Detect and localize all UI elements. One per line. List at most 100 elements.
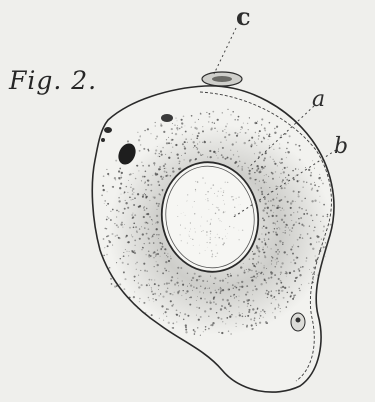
stipple-dot <box>143 263 145 265</box>
stipple-dot <box>226 309 227 310</box>
stipple-dot <box>262 218 264 220</box>
stipple-dot <box>151 237 152 238</box>
stipple-dot <box>197 296 198 297</box>
stipple-dot <box>133 296 135 298</box>
stipple-dot <box>314 274 315 275</box>
stipple-dot <box>285 271 286 272</box>
stipple-dot <box>278 278 280 280</box>
stipple-dot <box>171 293 172 294</box>
stipple-dot <box>149 285 150 286</box>
nucleus-dot <box>199 245 200 246</box>
nucleus-dot <box>223 192 224 193</box>
stipple-dot <box>235 323 236 324</box>
stipple-dot <box>221 305 223 307</box>
stipple-dot <box>189 161 191 163</box>
stipple-dot <box>167 256 169 258</box>
stipple-dot <box>179 128 181 130</box>
stipple-dot <box>120 177 122 179</box>
stipple-dot <box>148 150 150 152</box>
stipple-dot <box>283 171 285 173</box>
stipple-dot <box>260 311 262 313</box>
stipple-dot <box>314 200 316 202</box>
stipple-dot <box>272 178 274 180</box>
stipple-dot <box>262 309 264 311</box>
stipple-dot <box>294 224 295 225</box>
nucleus-dot <box>192 207 193 208</box>
stipple-dot <box>212 322 214 324</box>
stipple-dot <box>170 280 172 282</box>
stipple-dot <box>207 288 208 289</box>
stipple-dot <box>313 267 315 269</box>
label-b: b <box>334 134 348 159</box>
stipple-dot <box>158 234 159 235</box>
stipple-dot <box>177 157 179 159</box>
stipple-dot <box>128 241 130 243</box>
stipple-dot <box>281 290 282 291</box>
stipple-dot <box>306 213 308 215</box>
stipple-dot <box>288 151 290 153</box>
stipple-dot <box>262 228 263 229</box>
label-a: a <box>312 87 325 112</box>
stipple-dot <box>173 304 175 306</box>
stipple-dot <box>236 135 238 137</box>
stipple-dot <box>248 311 250 313</box>
stipple-dot <box>325 246 327 248</box>
stipple-dot <box>142 247 144 249</box>
stipple-dot <box>312 248 314 250</box>
stipple-dot <box>261 166 263 168</box>
stipple-dot <box>136 165 138 167</box>
stipple-dot <box>251 137 253 139</box>
stipple-dot <box>125 200 126 201</box>
stipple-dot <box>182 281 183 282</box>
stipple-dot <box>244 270 245 271</box>
stipple-dot <box>273 231 275 233</box>
stipple-dot <box>172 133 173 134</box>
stipple-dot <box>255 270 257 272</box>
nucleus-dot <box>211 256 213 258</box>
stipple-dot <box>284 187 286 189</box>
stipple-dot <box>296 277 298 279</box>
stipple-dot <box>106 236 108 238</box>
stipple-dot <box>141 180 142 181</box>
stipple-dot <box>137 307 138 308</box>
stipple-dot <box>139 205 141 207</box>
stipple-dot <box>249 117 250 118</box>
stipple-dot <box>289 287 290 288</box>
stipple-dot <box>151 279 152 280</box>
stipple-dot <box>147 180 148 181</box>
nucleus-dot <box>210 223 211 224</box>
stipple-dot <box>266 134 267 135</box>
stipple-dot <box>285 272 287 274</box>
stipple-dot <box>266 323 267 324</box>
stipple-dot <box>124 208 126 210</box>
stipple-dot <box>157 146 158 147</box>
stipple-dot <box>327 214 329 216</box>
stipple-dot <box>149 279 151 281</box>
stipple-dot <box>160 125 162 127</box>
stipple-dot <box>275 215 277 217</box>
stipple-dot <box>153 196 154 197</box>
stipple-dot <box>275 266 276 267</box>
stipple-dot <box>242 324 243 325</box>
nucleus-dot <box>181 240 182 241</box>
stipple-dot <box>246 285 248 287</box>
stipple-dot <box>299 237 301 239</box>
stipple-dot <box>166 316 167 317</box>
stipple-dot <box>192 134 193 135</box>
stipple-dot <box>210 129 212 131</box>
nucleus-dot <box>217 253 218 254</box>
figure-title: Fig. 2. <box>9 66 97 95</box>
stipple-dot <box>210 141 211 142</box>
stipple-dot <box>211 157 212 158</box>
stipple-dot <box>237 133 238 134</box>
stipple-dot <box>277 186 278 187</box>
stipple-dot <box>148 165 150 167</box>
stipple-dot <box>226 158 227 159</box>
stipple-dot <box>155 149 157 151</box>
stipple-dot <box>239 296 240 297</box>
stipple-dot <box>289 135 291 137</box>
stipple-dot <box>200 155 201 156</box>
stipple-dot <box>285 224 287 226</box>
stipple-dot <box>293 245 294 246</box>
stipple-dot <box>259 322 261 324</box>
